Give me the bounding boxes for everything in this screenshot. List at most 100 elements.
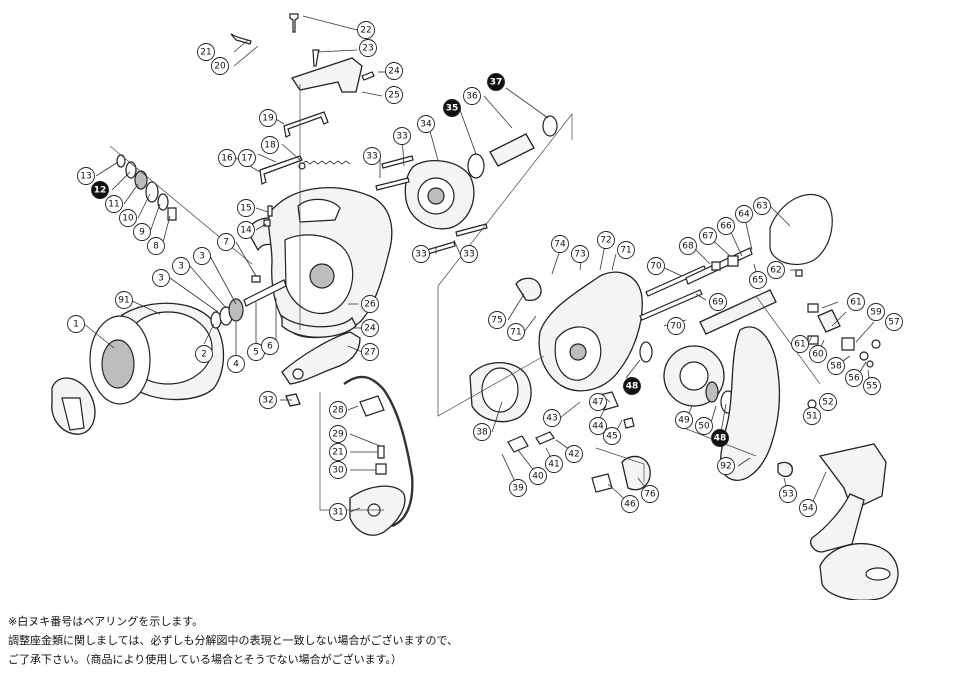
callout-number: 72 bbox=[600, 236, 611, 246]
callout-33: 33 bbox=[393, 127, 411, 145]
callout-number: 7 bbox=[223, 238, 229, 248]
callout-number: 54 bbox=[802, 504, 814, 514]
callout-number: 61 bbox=[850, 298, 861, 308]
callout-number: 19 bbox=[262, 114, 274, 124]
callout-number: 48 bbox=[626, 382, 639, 392]
callout-circle bbox=[359, 39, 377, 57]
callout-number: 17 bbox=[241, 154, 252, 164]
callout-38: 38 bbox=[473, 423, 491, 441]
callout-number: 6 bbox=[267, 342, 273, 352]
callout-47: 47 bbox=[589, 393, 607, 411]
callout-number: 64 bbox=[738, 210, 750, 220]
callout-53: 53 bbox=[779, 485, 797, 503]
callout-number: 29 bbox=[332, 430, 344, 440]
callout-number: 49 bbox=[678, 416, 690, 426]
callout-59: 59 bbox=[867, 303, 885, 321]
callout-20: 20 bbox=[211, 57, 229, 75]
reel-body bbox=[469, 271, 651, 493]
callout-number: 70 bbox=[650, 262, 662, 272]
handle bbox=[810, 443, 899, 600]
callout-33: 33 bbox=[363, 147, 381, 165]
callout-circle bbox=[385, 86, 403, 104]
washer-note-line1: 調整座金類に関しましては、必ずしも分解図中の表現と一致しない場合がございますので… bbox=[8, 634, 459, 647]
callout-number: 16 bbox=[221, 154, 233, 164]
callout-21: 21 bbox=[329, 443, 347, 461]
callout-circle bbox=[589, 417, 607, 435]
bearing-note: ※白ヌキ番号はベアリングを示します。 bbox=[8, 615, 204, 628]
callout-number: 65 bbox=[752, 276, 763, 286]
callout-circle bbox=[603, 427, 621, 445]
callout-circle bbox=[509, 479, 527, 497]
callout-circle bbox=[717, 217, 735, 235]
callout-number: 15 bbox=[240, 204, 251, 214]
callout-1: 1 bbox=[67, 315, 85, 333]
callout-3: 3 bbox=[152, 269, 170, 287]
callout-circle bbox=[847, 293, 865, 311]
callout-number: 76 bbox=[644, 490, 656, 500]
callout-number: 62 bbox=[770, 266, 781, 276]
callout-number: 8 bbox=[153, 242, 159, 252]
callout-76: 76 bbox=[641, 485, 659, 503]
callout-circle bbox=[507, 323, 525, 341]
callout-22: 22 bbox=[357, 21, 375, 39]
callout-leaders bbox=[83, 15, 875, 513]
callout-29: 29 bbox=[329, 425, 347, 443]
callout-number: 28 bbox=[332, 406, 344, 416]
callout-circle bbox=[571, 245, 589, 263]
callout-circle bbox=[641, 485, 659, 503]
callout-44: 44 bbox=[589, 417, 607, 435]
callout-circle bbox=[237, 199, 255, 217]
callout-circle bbox=[819, 393, 837, 411]
callout-number: 39 bbox=[512, 484, 524, 494]
callout-circle bbox=[361, 295, 379, 313]
callout-number: 37 bbox=[490, 78, 503, 88]
callout-73: 73 bbox=[571, 245, 589, 263]
bail-wire bbox=[285, 375, 414, 536]
callout-circle bbox=[329, 461, 347, 479]
callout-number: 21 bbox=[332, 448, 343, 458]
callout-circle bbox=[529, 467, 547, 485]
callout-number: 3 bbox=[158, 274, 164, 284]
callout-circle bbox=[147, 237, 165, 255]
callout-number: 10 bbox=[122, 214, 134, 224]
callout-91: 91 bbox=[115, 291, 133, 309]
callout-68: 68 bbox=[679, 237, 697, 255]
callout-50: 50 bbox=[695, 417, 713, 435]
callout-circle bbox=[259, 109, 277, 127]
callout-67: 67 bbox=[699, 227, 717, 245]
callout-55: 55 bbox=[863, 377, 881, 395]
callout-circle bbox=[218, 149, 236, 167]
callout-circle bbox=[551, 235, 569, 253]
callout-33: 33 bbox=[412, 245, 430, 263]
callout-number: 51 bbox=[806, 412, 817, 422]
callout-circle bbox=[845, 369, 863, 387]
callout-number: 30 bbox=[332, 466, 344, 476]
reference-lines bbox=[109, 84, 821, 511]
callout-circle bbox=[623, 377, 641, 395]
callout-circle bbox=[597, 231, 615, 249]
callout-circle bbox=[621, 495, 639, 513]
callout-circle bbox=[543, 409, 561, 427]
callout-46: 46 bbox=[621, 495, 639, 513]
callout-circle bbox=[237, 221, 255, 239]
callout-number: 73 bbox=[574, 250, 585, 260]
spool-assembly bbox=[51, 279, 287, 435]
callout-circle bbox=[361, 343, 379, 361]
rotor bbox=[267, 187, 393, 339]
callout-circle bbox=[675, 411, 693, 429]
callout-9: 9 bbox=[133, 223, 151, 241]
callout-49: 49 bbox=[675, 411, 693, 429]
callout-37: 37 bbox=[487, 73, 505, 91]
callout-64: 64 bbox=[735, 205, 753, 223]
callout-14: 14 bbox=[237, 221, 255, 239]
stopper-parts bbox=[795, 269, 881, 368]
callout-number: 71 bbox=[620, 246, 631, 256]
callout-61: 61 bbox=[791, 335, 809, 353]
callout-number: 33 bbox=[366, 152, 377, 162]
callout-60: 60 bbox=[809, 345, 827, 363]
callout-circle bbox=[227, 355, 245, 373]
callout-56: 56 bbox=[845, 369, 863, 387]
callout-number: 57 bbox=[888, 318, 899, 328]
callout-10: 10 bbox=[119, 209, 137, 227]
callout-61: 61 bbox=[847, 293, 865, 311]
